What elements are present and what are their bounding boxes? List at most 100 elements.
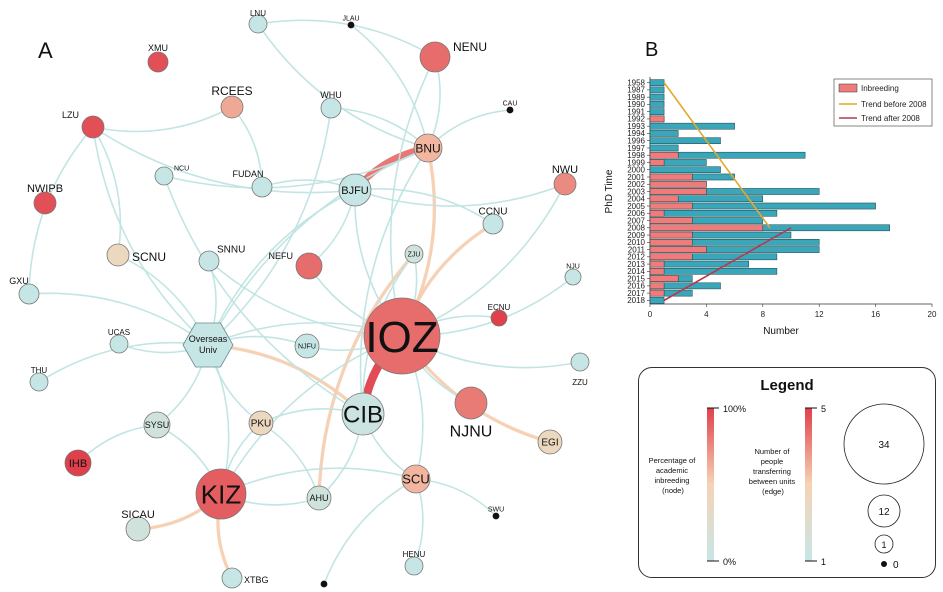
- edge-BNU-NCU: [163, 147, 429, 189]
- y-tick-label: 2004: [627, 195, 645, 204]
- bar-inbreeding-2007: [649, 217, 693, 224]
- bar-inbreeding-2012: [649, 253, 693, 261]
- node-cib: CIB: [341, 392, 385, 436]
- bar-inbreeding-2005: [649, 202, 693, 210]
- bar-inbreeding-2002: [649, 180, 707, 188]
- y-tick-label: 2006: [627, 209, 645, 218]
- node-label-ioz: IOZ: [365, 313, 438, 362]
- edge-scale-label: Number of people transferring between un…: [749, 447, 797, 496]
- edge-BNU-WHU: [330, 107, 429, 149]
- network-nodes: IOZCIBKIZNJNUSCUBNUBJFUNENUNEFURCEESXMUL…: [9, 9, 590, 589]
- y-tick-label: 1998: [627, 151, 645, 160]
- bar-inbreeding-2013: [649, 260, 665, 268]
- node-ihb: IHB: [64, 449, 92, 477]
- edge-Overseas-GXU: [28, 292, 209, 346]
- edge-LZU-SCNU: [92, 126, 122, 256]
- bar-chart: 1958198719891990199119921993199419961997…: [604, 77, 937, 337]
- edge-Overseas-BJFU: [207, 189, 356, 346]
- trend-line-1: [663, 82, 771, 229]
- edge-scale-max: 5: [821, 404, 826, 414]
- edge-SCU-CAF: [323, 478, 417, 585]
- y-tick-label: 1996: [627, 136, 645, 145]
- size-example-12: [867, 494, 901, 528]
- edge-BNU-JLAU: [350, 24, 429, 149]
- node-label-ihb: IHB: [69, 458, 87, 470]
- bar-inbreeding-2009: [649, 231, 693, 239]
- edge-LZU-RCEES: [92, 106, 233, 133]
- y-tick-label: 1992: [627, 115, 645, 124]
- node-scale-label: Percentage of academic inbreeding (node): [649, 456, 698, 495]
- x-tick-label: 12: [815, 310, 824, 319]
- bar-inbreeding-1992: [649, 115, 665, 123]
- bar-inbreeding-2001: [649, 173, 693, 181]
- node-thu: THU: [29, 366, 49, 392]
- bar-inbreeding-2011: [649, 246, 707, 253]
- node-label-sysu: SYSU: [145, 420, 170, 430]
- node-scu: SCU: [401, 464, 431, 494]
- legend-entry-trend-after: Trend after 2008: [861, 114, 920, 123]
- x-tick-label: 8: [761, 310, 766, 319]
- y-axis-label: PhD Time: [604, 169, 615, 213]
- node-label-snnu: SNNU: [217, 245, 245, 256]
- y-tick-label: 2009: [627, 231, 645, 240]
- node-label-ahu: AHU: [309, 493, 328, 503]
- y-tick-label: 1958: [627, 78, 645, 87]
- node-lnu: LNU: [248, 9, 268, 34]
- node-label-ucas: UCAS: [108, 328, 130, 337]
- y-tick-label: 2012: [627, 253, 645, 262]
- node-ecnu: ECNU: [488, 303, 511, 327]
- node-snnu: SNNU: [198, 245, 245, 272]
- node-xmu: XMU: [147, 43, 169, 73]
- node-nwipb: NWIPB: [27, 183, 63, 215]
- node-label-kiz: KIZ: [201, 479, 242, 509]
- y-tick-label: 2014: [627, 267, 645, 276]
- y-tick-label: 1993: [627, 122, 645, 131]
- node-scnu: SCNU: [106, 243, 166, 267]
- node-xtbg: XTBG: [221, 567, 269, 589]
- node-nefu: NEFU: [269, 251, 323, 280]
- x-tick-label: 20: [928, 310, 937, 319]
- node-label-whu: WHU: [320, 90, 342, 100]
- edge-CIB-BNU: [359, 147, 429, 415]
- node-label-scnu: SCNU: [132, 250, 166, 264]
- node-label-swu: SWU: [488, 506, 504, 513]
- bar-total-1993: [649, 122, 735, 130]
- y-tick-label: 2016: [627, 282, 645, 291]
- edge-Overseas-WHU: [207, 107, 332, 346]
- node-label-ncu: NCU: [174, 165, 189, 172]
- edge-Overseas-BNU: [207, 147, 429, 346]
- node-label-sicau: SICAU: [121, 509, 155, 521]
- y-tick-label: 2011: [628, 245, 646, 254]
- edge-Overseas-LZU: [92, 126, 209, 346]
- bar-total-1991: [649, 108, 665, 115]
- node-scale-max: 100%: [723, 404, 746, 414]
- bar-total-1987: [649, 86, 665, 94]
- edge-NCU-CIB: [163, 175, 364, 415]
- node-label-fudan: FUDAN: [233, 169, 264, 179]
- legend-title: Legend: [760, 377, 813, 394]
- edge-AHU-PKU: [260, 422, 320, 499]
- bar-total-2018: [649, 297, 665, 304]
- y-tick-label: 2015: [627, 274, 645, 283]
- y-tick-label: 1989: [627, 93, 645, 102]
- node-label-scu: SCU: [402, 472, 429, 487]
- size-example-0: [881, 561, 887, 567]
- node-label-njfu: NJFU: [298, 344, 316, 351]
- bar-total-1990: [649, 101, 665, 108]
- legend-entry-trend-before: Trend before 2008: [861, 100, 927, 109]
- size-example-1-label: 1: [881, 540, 886, 550]
- bar-inbreeding-2017: [649, 289, 665, 297]
- node-label-pku: PKU: [251, 419, 272, 430]
- size-example-34: [843, 403, 925, 485]
- node-label-xtbg: XTBG: [244, 575, 269, 585]
- y-tick-label: 2005: [627, 202, 645, 211]
- node-label-nenu: NENU: [453, 40, 487, 54]
- panel-a-label: A: [38, 38, 53, 63]
- node-zju: ZJU: [404, 244, 424, 264]
- y-tick-label: 2000: [627, 166, 645, 175]
- bar-total-2000: [649, 166, 721, 174]
- node-label-cau: CAU: [503, 100, 518, 107]
- node-kiz: KIZ: [195, 468, 247, 520]
- node-ahu: AHU: [306, 485, 332, 511]
